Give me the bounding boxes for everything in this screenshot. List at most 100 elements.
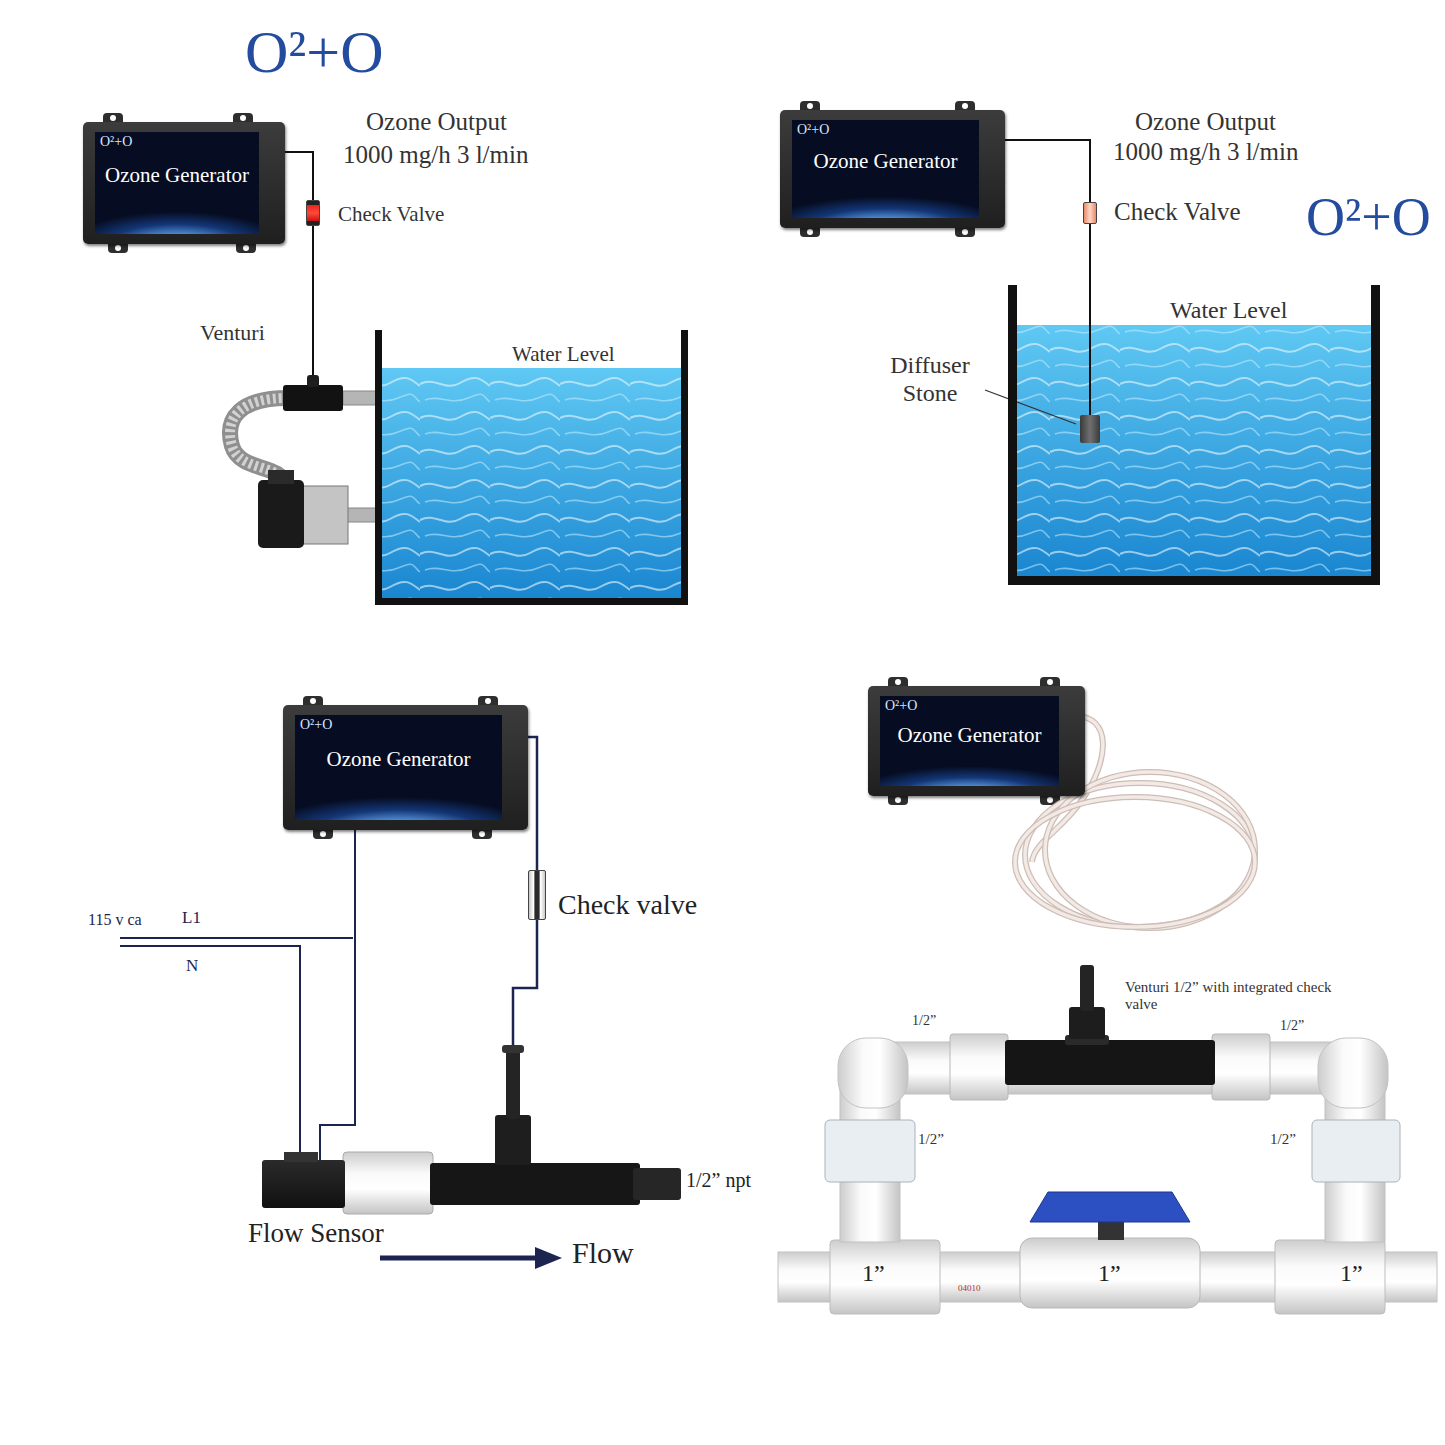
tee-fitting — [1275, 1240, 1385, 1314]
brand-logo: O²+O — [1306, 186, 1431, 248]
flow-label: Flow — [572, 1236, 634, 1271]
ear-hole — [807, 103, 813, 109]
spec-heading: Ozone Output — [1135, 108, 1276, 137]
ball-valve-body — [1020, 1238, 1200, 1308]
screen-logo: O²+O — [797, 122, 829, 138]
pipe-size: 1” — [1098, 1260, 1121, 1288]
pipe — [343, 391, 378, 405]
ear-hole — [1047, 797, 1053, 803]
water — [382, 368, 681, 598]
flow-arrow — [380, 1256, 540, 1261]
ear-hole — [320, 831, 326, 837]
spec-heading: Ozone Output — [366, 108, 507, 137]
venturi-part — [1069, 1007, 1105, 1039]
display-screen: O²+O Ozone Generator — [792, 120, 979, 218]
water-ripples — [1017, 325, 1371, 576]
spec-value: 1000 mg/h 3 l/min — [343, 141, 528, 170]
venturi-part — [430, 1163, 640, 1205]
ear-hole — [895, 797, 901, 803]
ball-valve-handle — [1030, 1192, 1190, 1222]
pipe-size: 1” — [862, 1260, 885, 1288]
venturi-injector-label: 1/2” npt — [686, 1169, 751, 1192]
ear-hole — [807, 229, 813, 235]
venturi-part — [633, 1168, 681, 1200]
flow-arrowhead — [535, 1247, 562, 1269]
water-tank: Water Level — [375, 330, 688, 605]
ozone-tube — [285, 152, 313, 200]
device-name: Ozone Generator — [880, 723, 1059, 747]
pipe-size: 1/2” — [912, 1013, 936, 1029]
screen-logo: O²+O — [100, 134, 132, 150]
device-name: Ozone Generator — [792, 149, 979, 173]
ozone-generator: O²+O Ozone Generator — [780, 110, 1005, 228]
display-screen: O²+O Ozone Generator — [95, 132, 259, 234]
pump-port — [268, 470, 294, 484]
flow-sensor: Flow Sensor — [262, 1160, 345, 1208]
venturi-injector-label: Venturi 1/2” with integrated check valve — [1125, 979, 1340, 1014]
elbow — [1318, 1038, 1388, 1108]
screen-logo: O²+O — [300, 717, 332, 733]
ear-hole — [962, 229, 968, 235]
adapter — [1212, 1034, 1270, 1100]
check-valve: Check Valve — [306, 200, 320, 226]
venturi-part — [1005, 1040, 1215, 1085]
venturi-injector: Venturi 1/2” with integrated check valve — [1005, 965, 1215, 1087]
pump-bracket — [300, 486, 348, 544]
ozone-tube — [312, 226, 314, 375]
power-wire — [120, 937, 353, 939]
pipe-size: 1/2” — [1270, 1131, 1296, 1148]
check-valve-label: Check valve — [558, 889, 697, 921]
adapter — [950, 1034, 1008, 1100]
ozone-generator: O²+O Ozone Generator — [83, 122, 285, 244]
tee-fitting — [830, 1240, 940, 1314]
ear-hole — [895, 679, 901, 685]
device-name: Ozone Generator — [295, 747, 502, 771]
water — [1017, 325, 1371, 576]
ear-hole — [485, 698, 491, 704]
ozone-tube — [528, 737, 537, 870]
venturi-part — [307, 375, 319, 387]
check-valve: Check Valve — [1083, 202, 1097, 224]
venturi-injector: Venturi — [283, 375, 343, 411]
venturi-part — [502, 1045, 524, 1053]
ozone-generator: O²+O Ozone Generator — [283, 705, 528, 830]
water-tank: Water LevelDiffuser Stone — [1008, 285, 1380, 585]
spec-value: 1000 mg/h 3 l/min — [1113, 138, 1298, 167]
water-ripples — [382, 368, 681, 598]
ear-hole — [243, 245, 249, 251]
union — [825, 1120, 915, 1182]
ear-hole — [240, 115, 246, 121]
signal-name: N — [186, 956, 198, 976]
venturi-part — [495, 1115, 531, 1165]
signal-name: L1 — [182, 908, 201, 928]
device-name: Ozone Generator — [95, 163, 259, 187]
check-valve: Check valve — [528, 870, 546, 920]
ear-hole — [479, 831, 485, 837]
diffuser-stone-label: Diffuser Stone — [880, 352, 980, 407]
pipe-size: 1/2” — [918, 1131, 944, 1148]
venturi-injector: 1/2” npt — [425, 1045, 683, 1207]
water-tank-label: Water Level — [512, 342, 615, 366]
ear-hole — [310, 698, 316, 704]
pipe-marking: 04010 — [958, 1283, 981, 1293]
elbow — [838, 1038, 908, 1108]
venturi-body — [283, 375, 343, 411]
pipe-size: 1” — [1340, 1260, 1363, 1288]
check-valve-label: Check Valve — [1114, 198, 1241, 227]
ozone-tube — [320, 830, 355, 1160]
ozone-tube — [1089, 224, 1091, 415]
display-screen: O²+O Ozone Generator — [295, 715, 502, 820]
venturi-part — [283, 385, 343, 411]
pipe-size: 1/2” — [1280, 1018, 1304, 1034]
venturi-body — [425, 1045, 683, 1207]
venturi-part — [1080, 965, 1094, 1011]
pipe — [345, 508, 378, 522]
union — [1312, 1120, 1400, 1182]
water-tank-label: Water Level — [1170, 297, 1287, 325]
ozone-tube — [513, 920, 537, 1045]
brand-logo: O²+O — [245, 18, 384, 87]
ear-hole — [110, 115, 116, 121]
tubing-coil — [1015, 797, 1255, 927]
ear-hole — [115, 245, 121, 251]
